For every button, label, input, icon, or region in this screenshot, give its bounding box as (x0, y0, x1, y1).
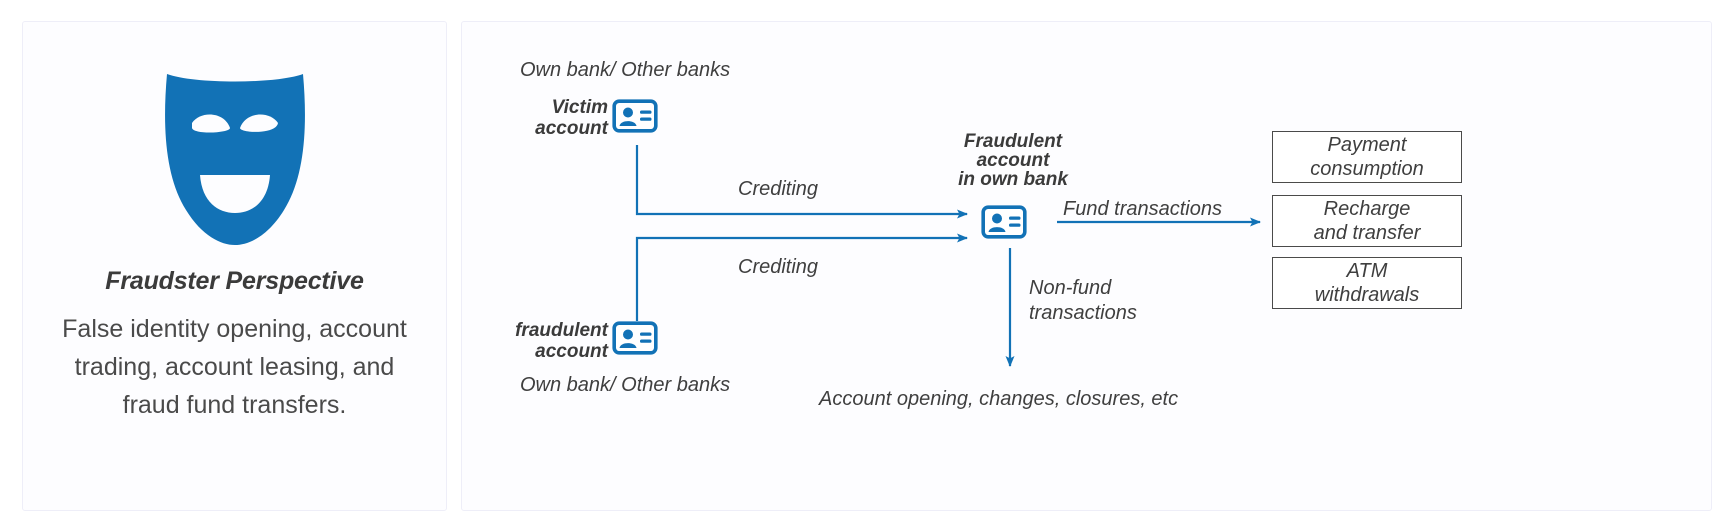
outcome-box-recharge-and-transfer: Recharge and transfer (1272, 195, 1462, 247)
fraud-own-bank-line3: in own bank (958, 169, 1068, 190)
outcome-box-1-line2: consumption (1310, 158, 1424, 180)
nonfund-line1: Non-fund (1029, 277, 1112, 299)
outcome-box-3-line2: withdrawals (1314, 284, 1420, 306)
victim-account-label-line2: account (535, 118, 608, 139)
outcome-box-2-line2: and transfer (1313, 222, 1421, 244)
fraudster-perspective-card: Fraudster Perspective False identity ope… (22, 21, 447, 511)
fraudulent-account-label-line2: account (535, 341, 608, 362)
edge-label-crediting-bottom: Crediting (738, 256, 819, 278)
page-title: Fraudster Perspective (105, 267, 364, 295)
victim-account-label: Victim account (518, 97, 608, 139)
fraudulent-account-label-line1: fraudulent (515, 320, 608, 341)
victim-account-label-line1: Victim (551, 97, 608, 118)
outcome-box-1-line1: Payment (1327, 134, 1407, 156)
fraud-own-bank-line1: Fraudulent (963, 131, 1063, 152)
fraud-own-bank-line2: account (976, 150, 1050, 171)
nonfund-outcome-note: Account opening, changes, closures, etc (819, 388, 1179, 410)
fraud-flow-diagram-card (461, 21, 1712, 511)
id-card-icon-fraudulent (612, 321, 658, 355)
outcome-box-2-line1: Recharge (1323, 198, 1411, 220)
nonfund-line2: transactions (1029, 302, 1137, 324)
theater-mask-icon-wrapper (23, 70, 446, 245)
id-card-icon-victim (612, 99, 658, 133)
fraudster-description: False identity opening, account trading,… (62, 315, 407, 419)
edge-label-nonfund-transactions: Non-fund transactions (1029, 276, 1137, 326)
fraudulent-account-own-bank-label: Fraudulent account in own bank (948, 132, 1078, 189)
bank-scope-label-bottom: Own bank/ Other banks (520, 374, 731, 396)
edge-label-crediting-top: Crediting (738, 178, 819, 200)
outcome-box-3-line1: ATM (1346, 260, 1388, 282)
theater-mask-icon (164, 74, 305, 245)
id-card-icon-central (981, 205, 1027, 239)
outcome-box-atm-withdrawals: ATM withdrawals (1272, 257, 1462, 309)
outcome-box-payment-consumption: Payment consumption (1272, 131, 1462, 183)
edge-label-fund-transactions: Fund transactions (1063, 198, 1222, 220)
fraudulent-account-label: fraudulent account (487, 320, 608, 362)
bank-scope-label-top: Own bank/ Other banks (520, 59, 731, 81)
